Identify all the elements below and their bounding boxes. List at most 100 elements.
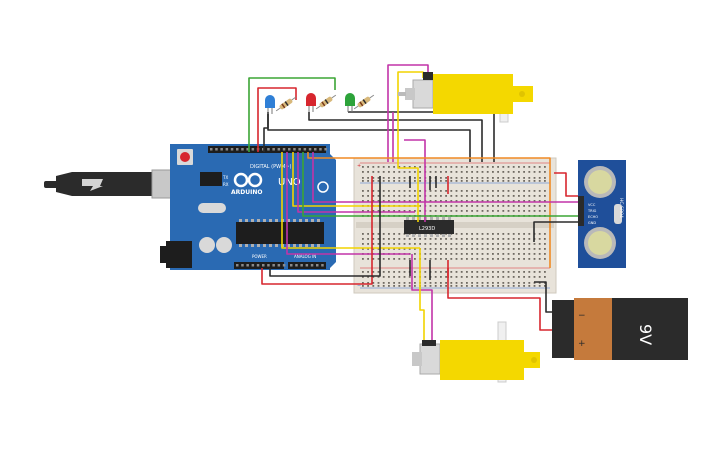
breadboard-hole <box>429 248 432 250</box>
breadboard-hole <box>414 210 416 212</box>
breadboard-hole <box>538 282 541 284</box>
breadboard-hole <box>471 271 473 273</box>
breadboard-hole <box>445 258 447 260</box>
breadboard-hole <box>471 200 473 202</box>
breadboard-hole <box>476 210 479 212</box>
breadboard-hole <box>538 210 541 212</box>
breadboard-hole <box>528 253 531 255</box>
breadboard-hole <box>372 195 375 197</box>
breadboard-hole <box>388 271 390 273</box>
breadboard-hole <box>382 210 385 212</box>
breadboard-hole <box>507 195 510 197</box>
breadboard-hole <box>419 195 421 197</box>
breadboard-hole <box>538 238 541 240</box>
breadboard-hole <box>507 248 510 250</box>
chip-pin <box>257 219 260 222</box>
chip-pin <box>239 219 242 222</box>
breadboard-hole <box>460 243 463 245</box>
resistors <box>275 94 375 112</box>
breadboard-hole <box>538 190 541 192</box>
breadboard-hole <box>492 271 494 273</box>
breadboard-hole <box>518 166 520 168</box>
breadboard-hole <box>362 271 364 273</box>
breadboard-hole <box>450 243 453 245</box>
breadboard-hole <box>466 258 468 260</box>
breadboard-hole <box>377 190 380 192</box>
breadboard-hole <box>382 171 385 173</box>
wire-red <box>554 172 578 197</box>
breadboard-hole <box>440 238 442 240</box>
breadboard-hole <box>523 200 525 202</box>
breadboard-hole <box>362 210 364 212</box>
breadboard-hole <box>388 233 390 235</box>
breadboard-hole <box>497 276 499 278</box>
breadboard-hole <box>512 177 515 179</box>
breadboard-hole <box>414 248 416 250</box>
breadboard-hole <box>460 258 463 260</box>
breadboard-hole <box>502 271 505 273</box>
breadboard-hole <box>367 243 369 245</box>
breadboard-hole <box>466 285 468 287</box>
breadboard-hole <box>486 166 489 168</box>
header-pin <box>262 264 265 267</box>
breadboard-hole <box>533 210 536 212</box>
breadboard-hole <box>533 180 536 182</box>
breadboard-hole <box>476 238 479 240</box>
breadboard-hole <box>450 276 453 278</box>
reset-button[interactable] <box>180 152 190 162</box>
breadboard-hole <box>533 282 536 284</box>
breadboard-hole <box>486 243 489 245</box>
breadboard-hole <box>538 180 541 182</box>
breadboard-hole <box>460 190 463 192</box>
breadboard-hole <box>382 258 385 260</box>
breadboard-hole <box>445 285 447 287</box>
breadboard-hole <box>523 276 525 278</box>
breadboard-hole <box>523 195 525 197</box>
chip-pin <box>305 219 308 222</box>
breadboard-hole <box>497 253 499 255</box>
breadboard-hole <box>377 180 380 182</box>
breadboard-hole <box>481 276 484 278</box>
header-pin <box>210 148 213 151</box>
breadboard-hole <box>544 282 546 284</box>
header-pin <box>290 264 293 267</box>
breadboard-hole <box>538 177 541 179</box>
breadboard-hole <box>466 166 468 168</box>
breadboard-hole <box>403 177 406 179</box>
breadboard-hole <box>440 276 442 278</box>
breadboard-hole <box>367 190 369 192</box>
breadboard-hole <box>393 166 395 168</box>
breadboard-hole <box>486 195 489 197</box>
breadboard-hole <box>419 200 421 202</box>
breadboard-hole <box>466 190 468 192</box>
battery-minus-label: − <box>578 311 586 321</box>
breadboard-hole <box>429 200 432 202</box>
breadboard-hole <box>507 205 510 207</box>
led-green <box>345 93 355 112</box>
breadboard-hole <box>492 210 494 212</box>
chip-pin <box>263 219 266 222</box>
breadboard-hole <box>455 282 458 284</box>
breadboard-hole <box>393 285 395 287</box>
breadboard-hole <box>398 195 401 197</box>
rail-plus-label: + <box>357 163 361 169</box>
header-pin <box>282 148 286 151</box>
wire-green <box>302 152 578 217</box>
breadboard-hole <box>450 177 453 179</box>
breadboard-hole <box>377 282 380 284</box>
breadboard-hole <box>377 210 380 212</box>
breadboard-hole <box>538 285 541 287</box>
header-pin <box>321 264 324 267</box>
header-pin <box>251 264 255 267</box>
breadboard-hole <box>466 210 468 212</box>
breadboard-hole <box>408 243 411 245</box>
breadboard-hole <box>398 285 401 287</box>
breadboard-hole <box>497 238 499 240</box>
breadboard-hole <box>398 282 401 284</box>
breadboard-hole <box>450 271 453 273</box>
breadboard-hole <box>486 210 489 212</box>
breadboard-hole <box>434 258 437 260</box>
breadboard-hole <box>538 243 541 245</box>
breadboard-hole <box>440 282 442 284</box>
breadboard-hole <box>362 258 364 260</box>
